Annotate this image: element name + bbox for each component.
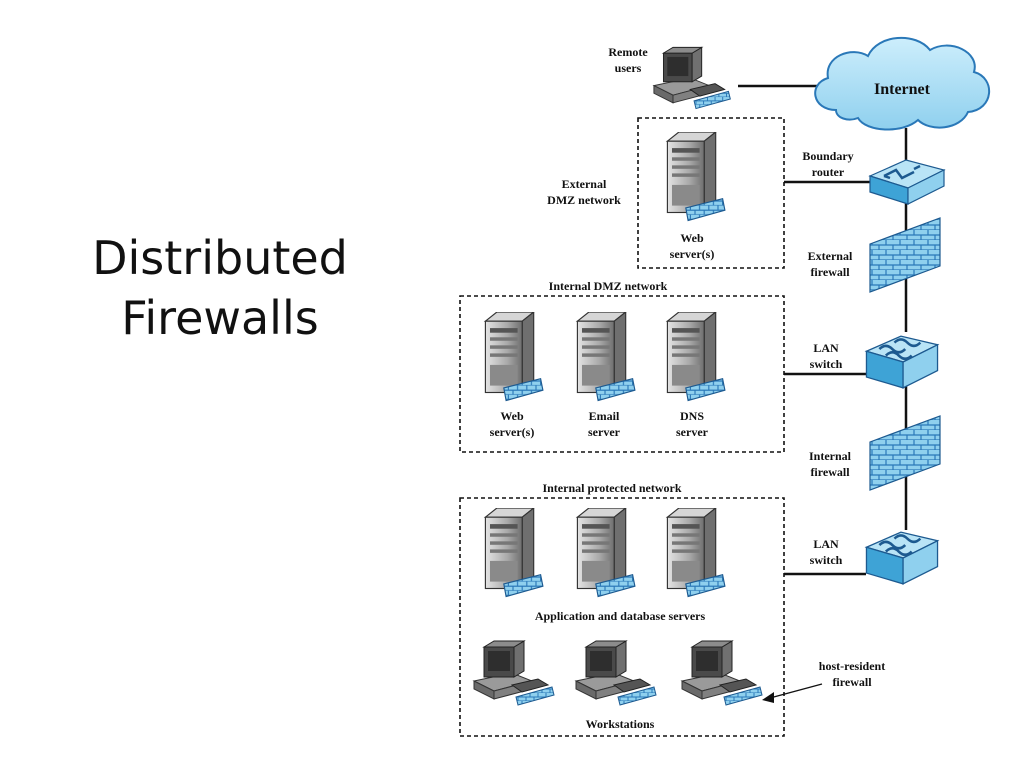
dmz-dns-server-icon — [666, 312, 726, 402]
internal-protected-title: Internal protected network — [542, 481, 681, 495]
dmz-web-server-icon — [484, 312, 544, 402]
slide-title: Distributed Firewalls — [40, 228, 400, 348]
external-dmz-network: Web server(s) External DMZ network — [547, 117, 785, 269]
external-web-label-1: Web — [680, 231, 704, 245]
host-resident-label-2: firewall — [832, 675, 872, 689]
dmz-web-label-1: Web — [500, 409, 524, 423]
router-icon — [868, 159, 946, 205]
internal-dmz-boundary — [459, 295, 785, 453]
network-links — [738, 84, 908, 576]
boundary-router-label-1: Boundary — [802, 149, 853, 163]
lan-switch-2-icon — [865, 530, 939, 586]
internal-protected-boundary — [459, 497, 785, 737]
lan-switch-1-icon — [865, 334, 939, 390]
app-servers-label: Application and database servers — [535, 609, 706, 623]
external-dmz-label-1: External — [562, 177, 607, 191]
dmz-dns-label-2: server — [676, 425, 709, 439]
internet-label: Internet — [874, 81, 931, 98]
remote-workstation-icon — [653, 46, 731, 110]
slide-title-line-2: Firewalls — [121, 291, 319, 345]
remote-users-label-2: users — [615, 61, 642, 75]
dmz-dns-label-1: DNS — [680, 409, 704, 423]
boundary-router: Boundary router — [802, 149, 946, 205]
lan-switch-1: LAN switch — [810, 334, 939, 390]
dmz-email-server-icon — [576, 312, 636, 402]
lan-switch-2-label-2: switch — [810, 553, 843, 567]
workstation-1-icon — [473, 640, 555, 706]
workstation-2-icon — [575, 640, 657, 706]
internal-firewall-label-1: Internal — [809, 449, 852, 463]
lan-switch-2-label-1: LAN — [813, 537, 839, 551]
internet-cloud: Internet — [814, 37, 991, 131]
lan-switch-2: LAN switch — [810, 530, 939, 586]
dmz-email-label-2: server — [588, 425, 621, 439]
internal-dmz-title: Internal DMZ network — [549, 279, 668, 293]
internal-firewall-icon — [869, 415, 941, 491]
external-firewall-icon — [869, 217, 941, 293]
dmz-email-label-1: Email — [589, 409, 620, 423]
dmz-web-label-2: server(s) — [490, 425, 535, 439]
external-dmz-boundary — [637, 117, 785, 269]
slide-title-line-1: Distributed — [92, 231, 348, 285]
external-web-server-icon — [666, 132, 726, 222]
internal-firewall-label-2: firewall — [810, 465, 850, 479]
workstation-3-icon — [681, 640, 763, 706]
lan-switch-1-label-2: switch — [810, 357, 843, 371]
external-web-label-2: server(s) — [670, 247, 715, 261]
host-resident-arrowhead — [762, 692, 774, 703]
host-resident-callout: host-resident firewall — [762, 659, 885, 703]
app-server-2-icon — [576, 508, 636, 598]
internal-protected-network: Internal protected network Application a… — [459, 481, 785, 737]
external-firewall-label-1: External — [808, 249, 853, 263]
cloud-icon — [814, 37, 991, 131]
external-firewall-label-2: firewall — [810, 265, 850, 279]
internal-dmz-network: Internal DMZ network Web server(s) Email… — [459, 279, 785, 453]
workstations-label: Workstations — [586, 717, 655, 731]
host-resident-arrow — [769, 683, 823, 699]
external-firewall: External firewall — [808, 217, 941, 293]
internal-firewall: Internal firewall — [809, 415, 941, 491]
lan-switch-1-label-1: LAN — [813, 341, 839, 355]
app-server-1-icon — [484, 508, 544, 598]
remote-users-label-1: Remote — [608, 45, 648, 59]
remote-users: Remote users — [608, 45, 731, 110]
boundary-router-label-2: router — [812, 165, 845, 179]
external-dmz-label-2: DMZ network — [547, 193, 621, 207]
host-resident-label-1: host-resident — [819, 659, 885, 673]
app-server-3-icon — [666, 508, 726, 598]
